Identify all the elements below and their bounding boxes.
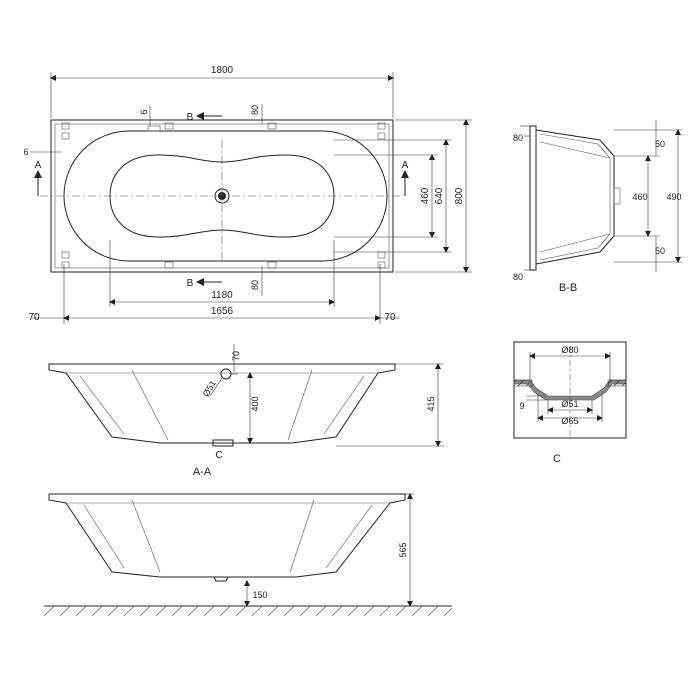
bb-dim-50-bottom: 50	[655, 246, 665, 256]
detail-c-view: Ø80 Ø51 Ø65 9 C	[513, 341, 627, 465]
c-dim-d65: Ø65	[561, 416, 578, 426]
dim-foot-6-top: 6	[139, 109, 149, 114]
foot-pads	[61, 122, 386, 269]
section-b-top: B	[187, 112, 194, 123]
aa-dim-400: 400	[250, 396, 260, 411]
dim-length-1180: 1180	[211, 290, 233, 301]
bb-dim-50-top: 50	[655, 139, 665, 149]
dim-end-left-70: 70	[28, 312, 40, 323]
c-dim-d80: Ø80	[561, 345, 578, 355]
section-a-right: A	[402, 160, 409, 171]
c-dim-d51: Ø51	[561, 399, 578, 409]
side-view: 565 150	[43, 493, 453, 617]
section-bb-view: 80 80 50 50 460 490 B-B	[513, 120, 682, 294]
aa-dim-70: 70	[231, 351, 241, 361]
bb-dim-80-top: 80	[513, 133, 523, 143]
side-outer-profile	[48, 493, 406, 578]
top-view: 1800 800 640 460 1180 1656 70 70 80 80	[23, 65, 472, 324]
dim-length-1656: 1656	[211, 306, 234, 317]
section-a-left: A	[35, 160, 42, 171]
dim-length-1800: 1800	[211, 65, 234, 76]
bb-dim-490: 490	[666, 192, 681, 202]
side-dim-565: 565	[398, 542, 408, 557]
side-dim-150: 150	[252, 590, 267, 600]
aa-dim-d51: Ø51	[201, 379, 218, 399]
dim-width-800: 800	[454, 187, 465, 204]
c-dim-9: 9	[519, 401, 524, 411]
aa-outer-profile	[48, 363, 396, 444]
aa-title: A-A	[193, 466, 212, 478]
bb-title: B-B	[559, 282, 577, 294]
section-aa-view: 70 Ø51 400 415 C A-A	[48, 344, 444, 478]
bb-dim-80-bottom: 80	[513, 272, 523, 282]
aa-dim-415: 415	[426, 396, 436, 411]
section-b-bottom: B	[187, 278, 194, 289]
dim-foot-80-bottom: 80	[250, 280, 260, 290]
floor-hatching	[43, 605, 453, 617]
bowl-outline	[109, 154, 335, 238]
dim-foot-6-left: 6	[23, 147, 28, 157]
dim-width-460: 460	[420, 187, 431, 204]
detail-c-frame	[513, 341, 627, 439]
dim-end-right-70: 70	[384, 312, 396, 323]
dim-foot-80-top: 80	[250, 105, 260, 115]
aa-detail-ref-c: C	[215, 450, 222, 461]
c-title: C	[553, 453, 561, 465]
dim-width-640: 640	[434, 187, 445, 204]
bb-dim-460: 460	[632, 192, 647, 202]
